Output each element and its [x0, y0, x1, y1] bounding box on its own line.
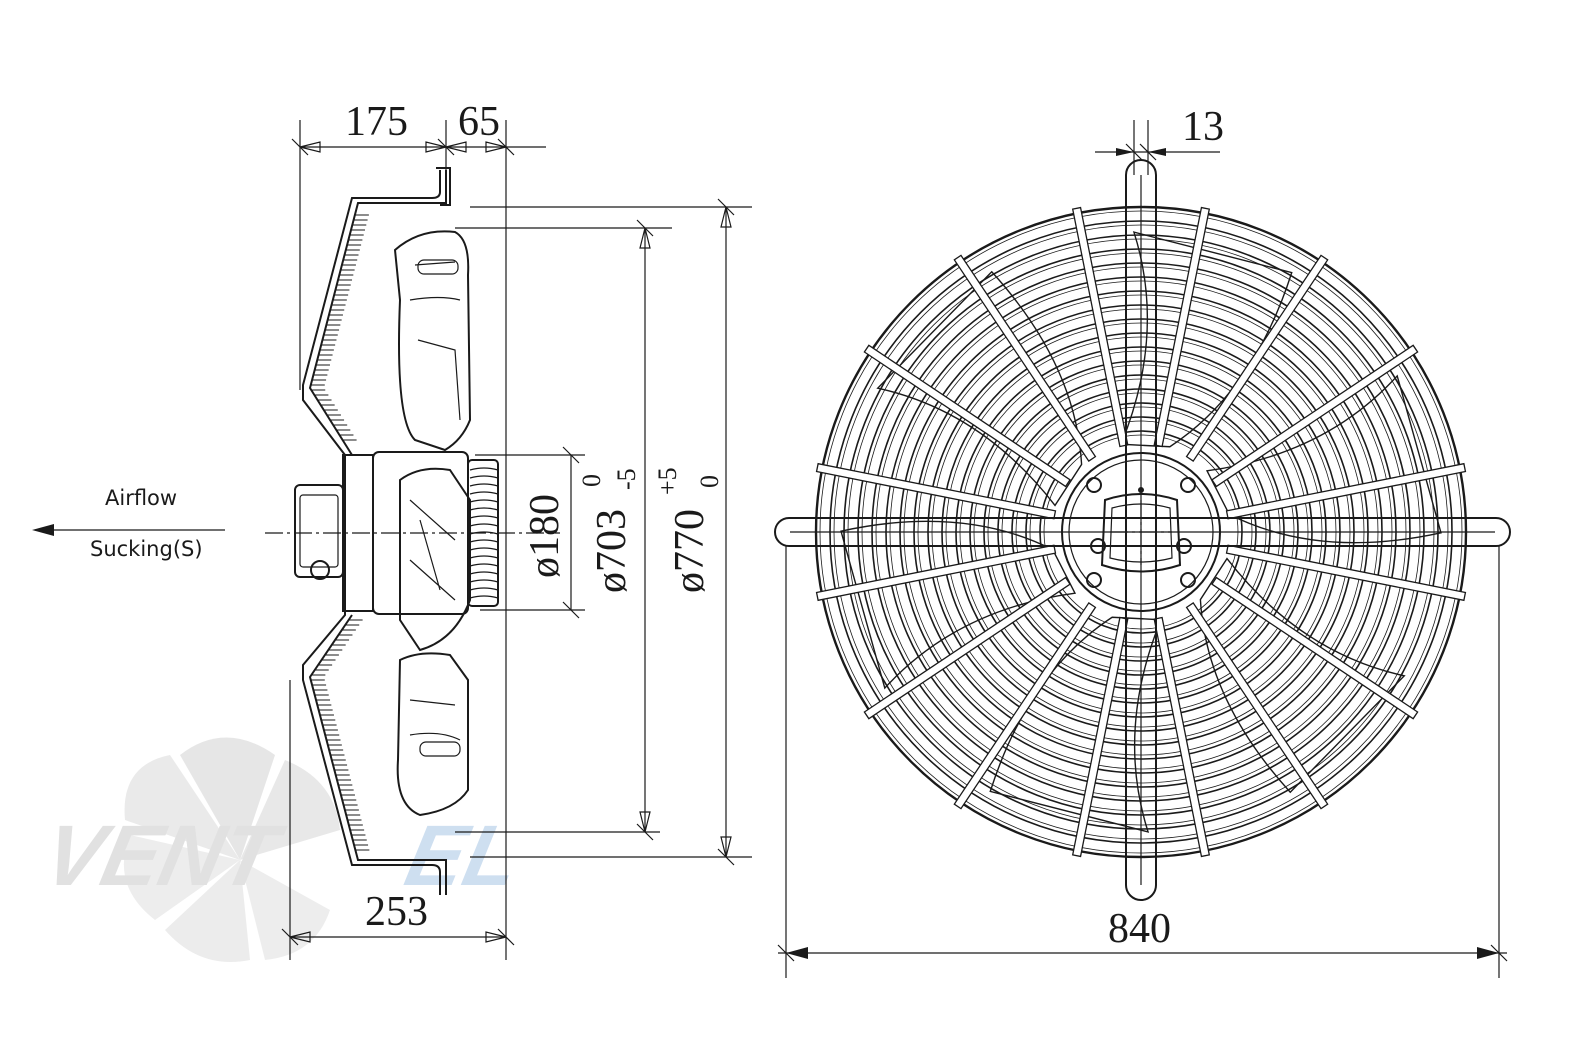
blade-outline	[840, 520, 1077, 690]
motor-fin	[469, 507, 499, 511]
dim-770-tol-upper: +5	[653, 467, 682, 495]
front-view	[774, 159, 1511, 901]
front-dimensions: 13 840	[777, 104, 1508, 978]
sucking-label: Sucking(S)	[90, 537, 203, 561]
motor-fin	[469, 483, 499, 487]
front-horizontal-bar	[774, 517, 1511, 547]
dim-703: ø703	[589, 509, 635, 593]
dim-253: 253	[365, 889, 428, 935]
dim-13: 13	[1182, 104, 1224, 150]
side-cable-gland	[310, 560, 330, 580]
motor-fin	[469, 467, 499, 471]
guard-spoke	[1071, 206, 1129, 448]
dim-770: ø770	[667, 509, 713, 593]
motor-fin	[469, 539, 499, 543]
motor-fin	[469, 571, 499, 575]
front-vertical-bar	[1125, 159, 1157, 901]
dim-65: 65	[458, 99, 500, 145]
motor-fin	[469, 563, 499, 567]
side-guard-wires-upper	[310, 214, 369, 441]
guard-spoke	[863, 576, 1071, 720]
guard-spoke	[1225, 544, 1467, 602]
dim-703-tol-lower: -5	[612, 468, 641, 490]
guard-spoke	[1225, 462, 1467, 520]
airflow-arrow-icon	[32, 524, 54, 536]
blade-outline	[1199, 557, 1406, 794]
guard-spoke	[1185, 602, 1329, 810]
motor-fin	[469, 595, 499, 599]
front-hub-terminal	[1100, 493, 1182, 573]
guard-spoke	[1211, 344, 1419, 488]
side-blade-lower	[396, 652, 469, 817]
motor-fin	[469, 555, 499, 559]
guard-spoke	[815, 544, 1057, 602]
guard-spoke	[953, 602, 1097, 810]
blade-outline	[876, 270, 1083, 507]
side-guard-outline	[302, 170, 447, 895]
side-view	[265, 167, 560, 895]
motor-fin	[469, 475, 499, 479]
guard-spoke	[1185, 254, 1329, 462]
motor-fin	[469, 547, 499, 551]
dim-770-tol-lower: 0	[695, 475, 724, 488]
guard-spoke	[1153, 616, 1211, 858]
side-terminal-box	[294, 484, 344, 578]
motor-fin	[469, 515, 499, 519]
watermark-brand-dark: VENT	[36, 808, 293, 904]
motor-fin	[469, 499, 499, 503]
side-guard-wires-lower	[310, 619, 370, 851]
blade-outline	[1205, 374, 1442, 544]
airflow-label: Airflow	[105, 486, 177, 510]
side-top-bracket	[436, 167, 451, 206]
guard-spoke	[1211, 576, 1419, 720]
motor-fin	[469, 523, 499, 527]
guard-spoke	[863, 344, 1071, 488]
guard-spoke	[953, 254, 1097, 462]
side-blade-upper	[393, 230, 472, 452]
dim-703-tol-upper: 0	[577, 474, 606, 487]
guard-spoke	[815, 462, 1057, 520]
front-guard-spokes	[815, 206, 1467, 858]
motor-fin	[469, 491, 499, 495]
front-hub-outer	[1061, 452, 1221, 612]
side-dimensions: 175 65 253 ø180 ø703 0 -5 ø770 +5 0	[281, 99, 752, 960]
dim-175: 175	[345, 99, 408, 145]
dim-180: ø180	[522, 494, 568, 578]
motor-fin	[469, 579, 499, 583]
airflow-note: Airflow Sucking(S)	[32, 486, 225, 561]
watermark: VENT EL	[36, 737, 528, 962]
side-blade-mid	[399, 467, 471, 652]
dim-840: 840	[1108, 906, 1171, 952]
motor-fin	[469, 587, 499, 591]
